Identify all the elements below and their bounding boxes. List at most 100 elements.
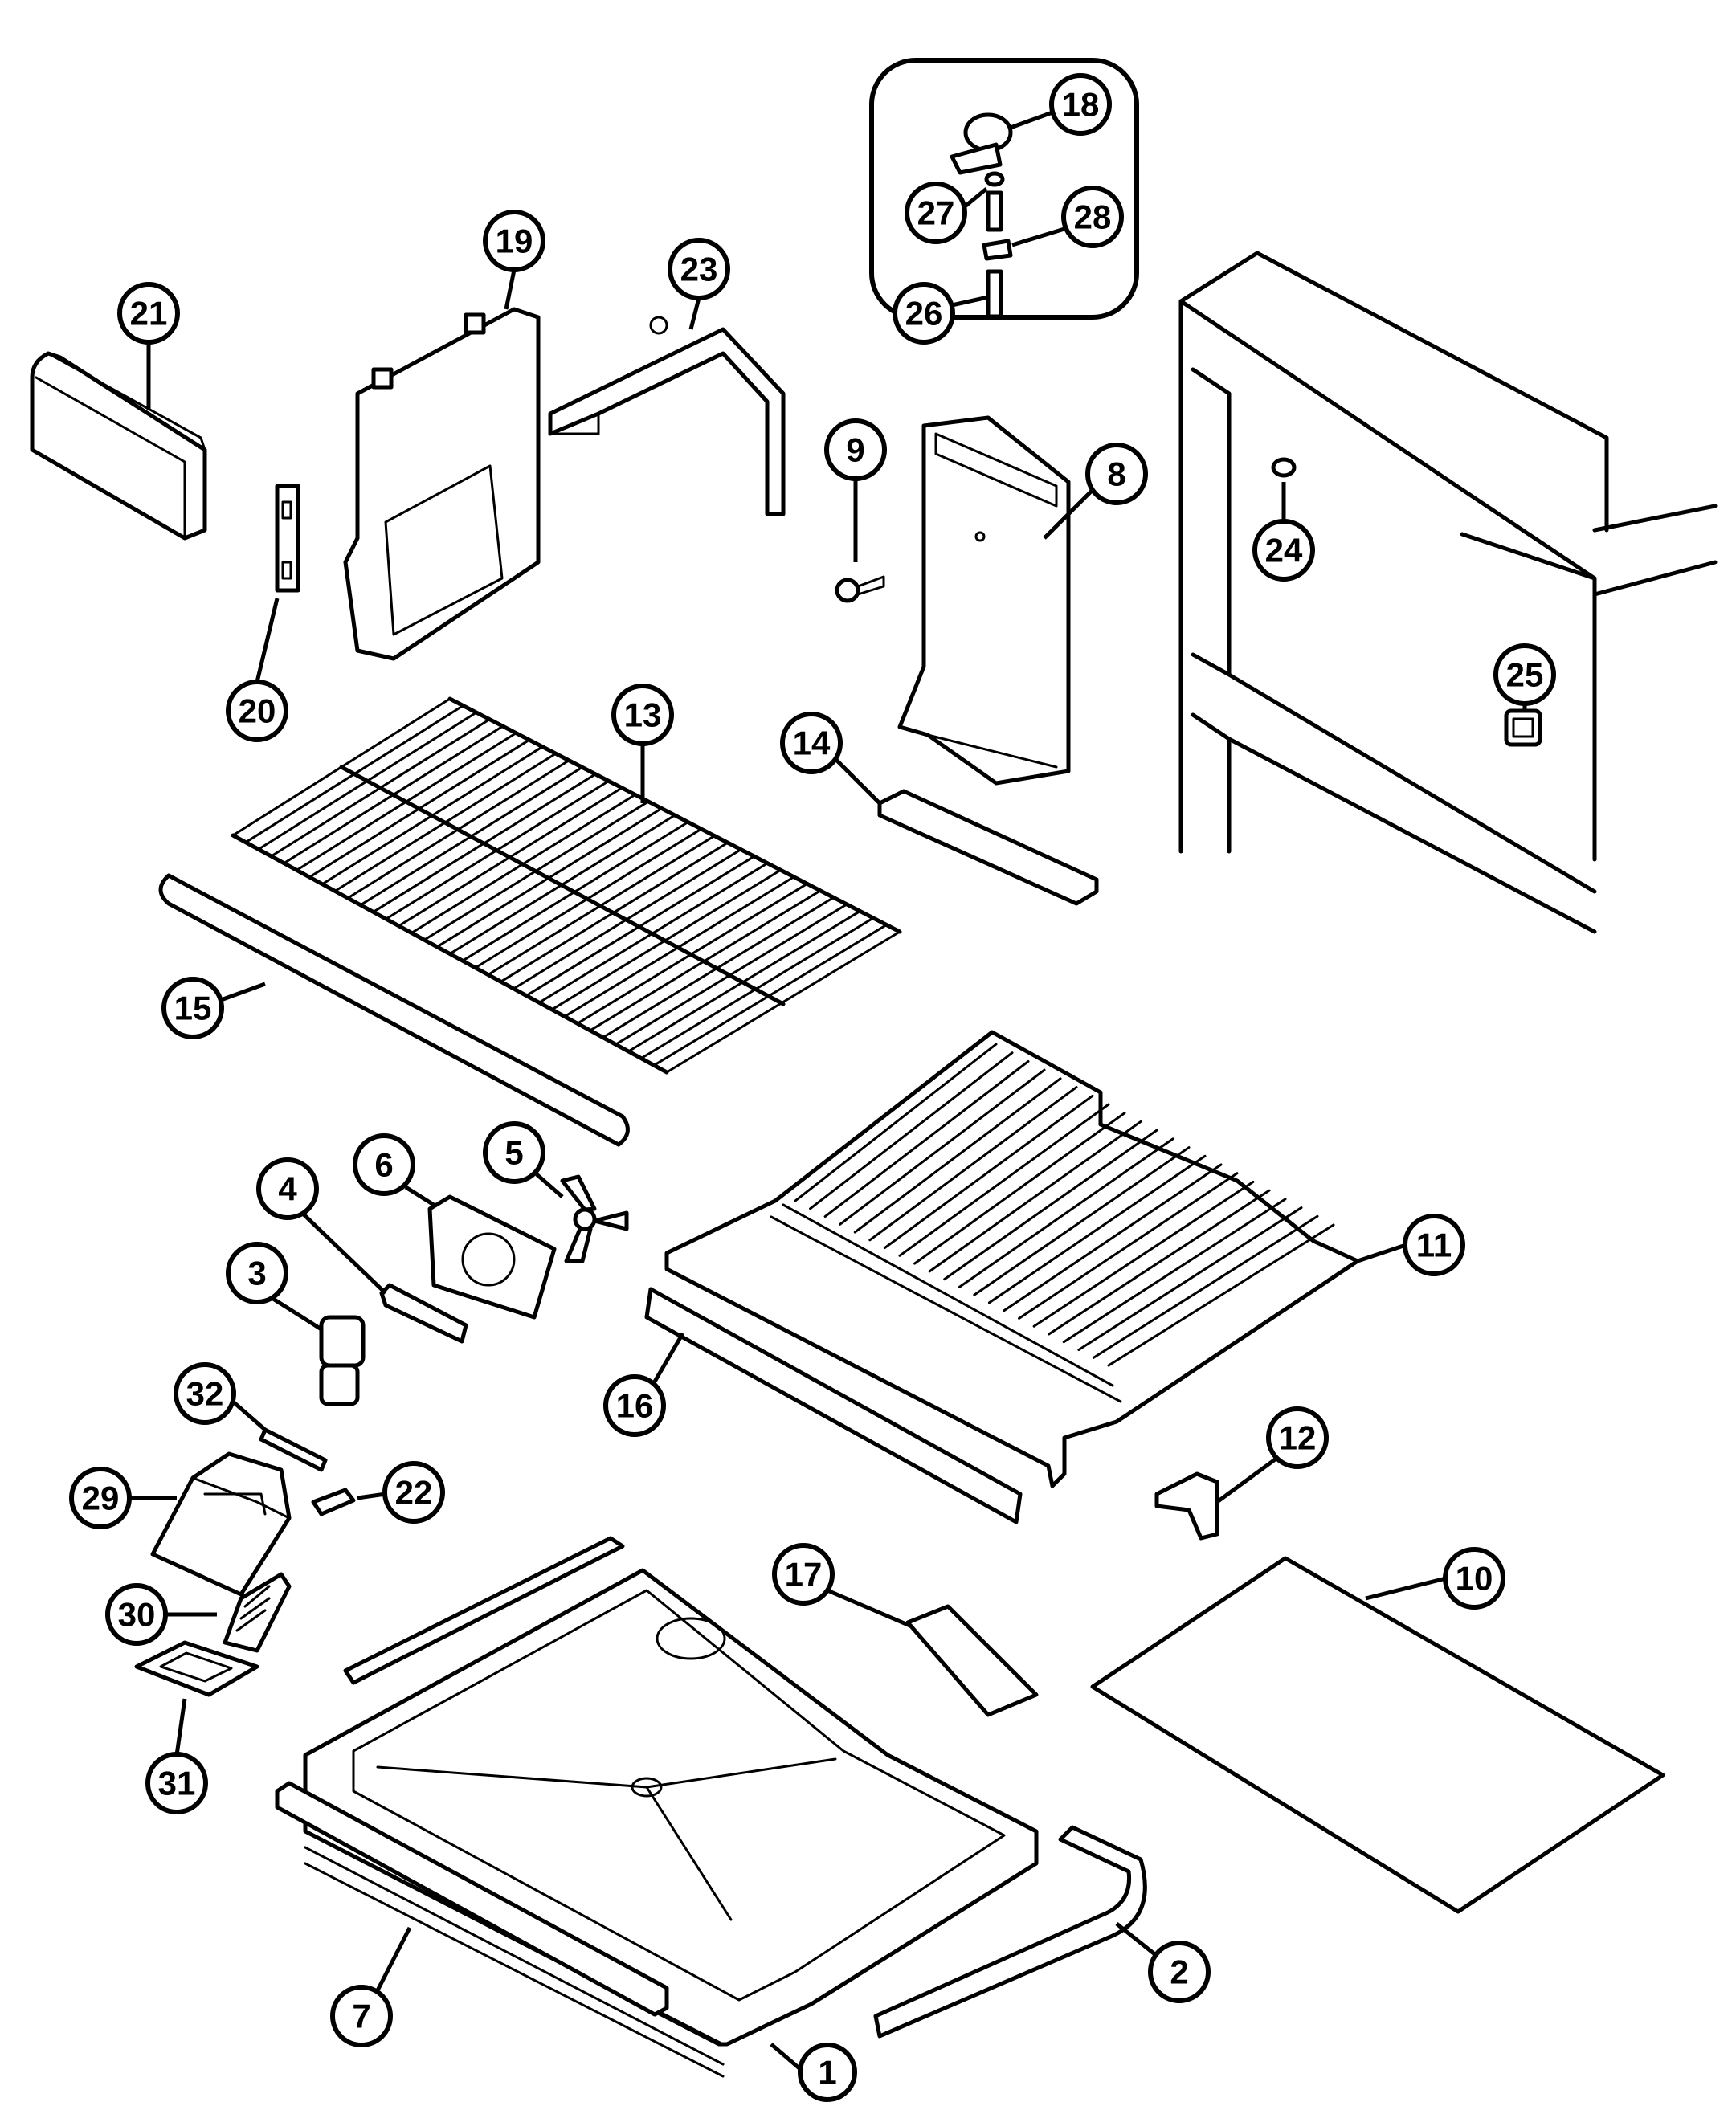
leader-line bbox=[1215, 1455, 1279, 1504]
cover-rib bbox=[1077, 1206, 1303, 1351]
callout-3: 3 bbox=[226, 1242, 288, 1304]
svg-text:26: 26 bbox=[905, 295, 943, 333]
svg-text:15: 15 bbox=[174, 990, 212, 1027]
svg-text:14: 14 bbox=[793, 724, 831, 762]
part-29-container bbox=[150, 1451, 292, 1597]
callout-27: 27 bbox=[905, 182, 967, 244]
part-6-shroud bbox=[427, 1194, 557, 1320]
leader-line bbox=[688, 297, 701, 330]
cover-rib bbox=[928, 1120, 1142, 1273]
leader-line bbox=[1365, 1576, 1447, 1601]
callout-16: 16 bbox=[603, 1374, 666, 1437]
callout-12: 12 bbox=[1266, 1406, 1329, 1469]
leader-line bbox=[1011, 227, 1065, 247]
part-9-screw bbox=[835, 575, 885, 603]
part-31-frame bbox=[134, 1640, 259, 1697]
leader-line bbox=[174, 1698, 187, 1756]
callout-24: 24 bbox=[1252, 519, 1315, 582]
cover-rib bbox=[987, 1154, 1207, 1304]
cover-rib bbox=[868, 1086, 1078, 1242]
svg-text:8: 8 bbox=[1107, 455, 1125, 493]
part-2-rail bbox=[873, 1825, 1147, 2039]
callout-labels: 18 27 28 26 19 23 21 9 8 24 25 20 13 14 … bbox=[69, 73, 1556, 2102]
svg-text:1: 1 bbox=[818, 2054, 836, 2092]
inset-box bbox=[869, 58, 1139, 320]
leader-line bbox=[231, 1400, 267, 1431]
cover-rib bbox=[809, 1051, 1014, 1210]
cover-rib bbox=[1107, 1223, 1335, 1367]
callout-11: 11 bbox=[1403, 1214, 1465, 1276]
leader-lines bbox=[129, 110, 1527, 2070]
callout-30: 30 bbox=[105, 1583, 168, 1646]
leader-line bbox=[302, 1213, 387, 1295]
svg-text:17: 17 bbox=[785, 1556, 823, 1594]
callout-18: 18 bbox=[1049, 73, 1112, 136]
svg-text:32: 32 bbox=[186, 1375, 224, 1413]
part-30-grille bbox=[223, 1572, 292, 1653]
callout-22: 22 bbox=[382, 1461, 445, 1524]
callout-29: 29 bbox=[69, 1467, 132, 1529]
callout-6: 6 bbox=[353, 1133, 415, 1196]
part-11-crisper-cover bbox=[664, 1030, 1360, 1488]
cover-rib bbox=[1003, 1163, 1223, 1312]
svg-text:9: 9 bbox=[846, 431, 864, 469]
leader-line bbox=[404, 1185, 435, 1207]
svg-text:20: 20 bbox=[239, 692, 276, 730]
cover-rib bbox=[1018, 1172, 1239, 1320]
callout-28: 28 bbox=[1061, 186, 1124, 248]
callout-8: 8 bbox=[1085, 443, 1148, 505]
shelf-rail-front bbox=[231, 833, 669, 1075]
callout-25: 25 bbox=[1493, 643, 1556, 706]
callout-14: 14 bbox=[780, 712, 843, 774]
leader-line bbox=[652, 1332, 685, 1383]
cover-rib bbox=[913, 1112, 1126, 1265]
part-4-bracket bbox=[379, 1283, 468, 1344]
callout-5: 5 bbox=[483, 1121, 545, 1184]
callout-7: 7 bbox=[330, 1985, 393, 2047]
part-10-panel bbox=[1090, 1556, 1665, 1914]
callout-19: 19 bbox=[483, 210, 545, 272]
part-7-rail bbox=[275, 1781, 669, 2017]
cover-rib bbox=[853, 1077, 1062, 1234]
part-3-motor bbox=[319, 1315, 366, 1406]
part-14-strip bbox=[877, 789, 1099, 906]
callout-15: 15 bbox=[161, 977, 224, 1039]
cover-rib bbox=[839, 1068, 1046, 1226]
svg-text:23: 23 bbox=[680, 251, 718, 288]
callout-20: 20 bbox=[226, 680, 288, 742]
svg-text:19: 19 bbox=[496, 222, 533, 260]
callout-9: 9 bbox=[824, 418, 887, 481]
svg-text:5: 5 bbox=[504, 1134, 523, 1172]
shelf-rail-middle bbox=[339, 765, 786, 1006]
leader-line bbox=[255, 598, 280, 683]
leader-line bbox=[272, 1296, 323, 1332]
callout-10: 10 bbox=[1443, 1547, 1505, 1610]
leader-line bbox=[1115, 1922, 1158, 1957]
callout-32: 32 bbox=[174, 1362, 236, 1425]
cover-rib bbox=[943, 1129, 1158, 1281]
shelf-rail-back bbox=[447, 696, 902, 934]
part-5-fan-blade bbox=[560, 1174, 629, 1263]
svg-text:29: 29 bbox=[82, 1480, 120, 1517]
callout-31: 31 bbox=[145, 1752, 208, 1814]
callout-23: 23 bbox=[668, 238, 730, 300]
leader-line bbox=[535, 1173, 564, 1198]
part-13-wire-shelf bbox=[231, 696, 902, 1075]
svg-text:2: 2 bbox=[1170, 1953, 1188, 1991]
cover-rib bbox=[958, 1137, 1174, 1288]
cover-rib bbox=[898, 1103, 1110, 1257]
part-rail-upper bbox=[343, 1536, 625, 1685]
part-16-front-trim bbox=[644, 1287, 1023, 1524]
svg-text:28: 28 bbox=[1074, 198, 1112, 236]
callout-1: 1 bbox=[798, 2043, 857, 2102]
svg-text:4: 4 bbox=[278, 1170, 297, 1208]
cover-rib bbox=[883, 1094, 1094, 1250]
svg-text:11: 11 bbox=[1416, 1227, 1452, 1264]
leader-line bbox=[1007, 110, 1053, 131]
callout-21: 21 bbox=[117, 282, 180, 345]
svg-text:22: 22 bbox=[395, 1474, 433, 1512]
svg-text:18: 18 bbox=[1062, 86, 1100, 124]
part-19-cover bbox=[343, 307, 541, 661]
